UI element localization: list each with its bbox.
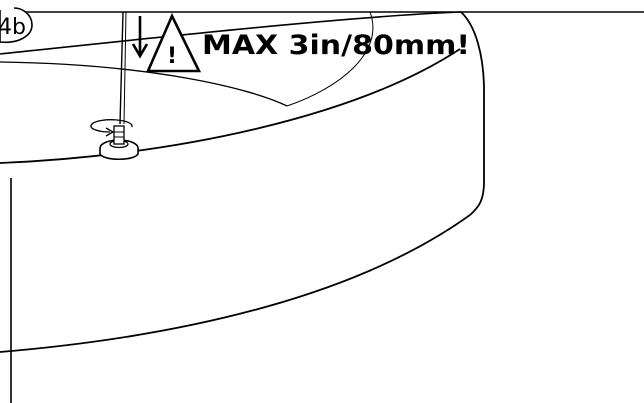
step-badge-label: 4b bbox=[0, 15, 26, 40]
suspension-cable-inner bbox=[123, 11, 127, 125]
housing-rim-inner-right bbox=[286, 11, 374, 107]
step-badge: 4b bbox=[0, 7, 33, 44]
housing-rim-inner bbox=[0, 61, 288, 107]
cable-gripper bbox=[99, 125, 139, 161]
suspension-cable bbox=[119, 11, 124, 125]
housing-right-edge bbox=[460, 11, 485, 216]
housing-bottom-edge bbox=[0, 214, 471, 353]
arrow-down-icon bbox=[131, 16, 149, 59]
housing-rim-front bbox=[0, 48, 461, 164]
warning-symbol: ! bbox=[167, 44, 177, 69]
housing-rim-outer bbox=[0, 11, 462, 55]
rotate-arrow-icon bbox=[90, 119, 133, 137]
max-depth-warning: MAX 3in/80mm! bbox=[202, 30, 470, 61]
warning-triangle-icon: ! bbox=[146, 12, 202, 73]
